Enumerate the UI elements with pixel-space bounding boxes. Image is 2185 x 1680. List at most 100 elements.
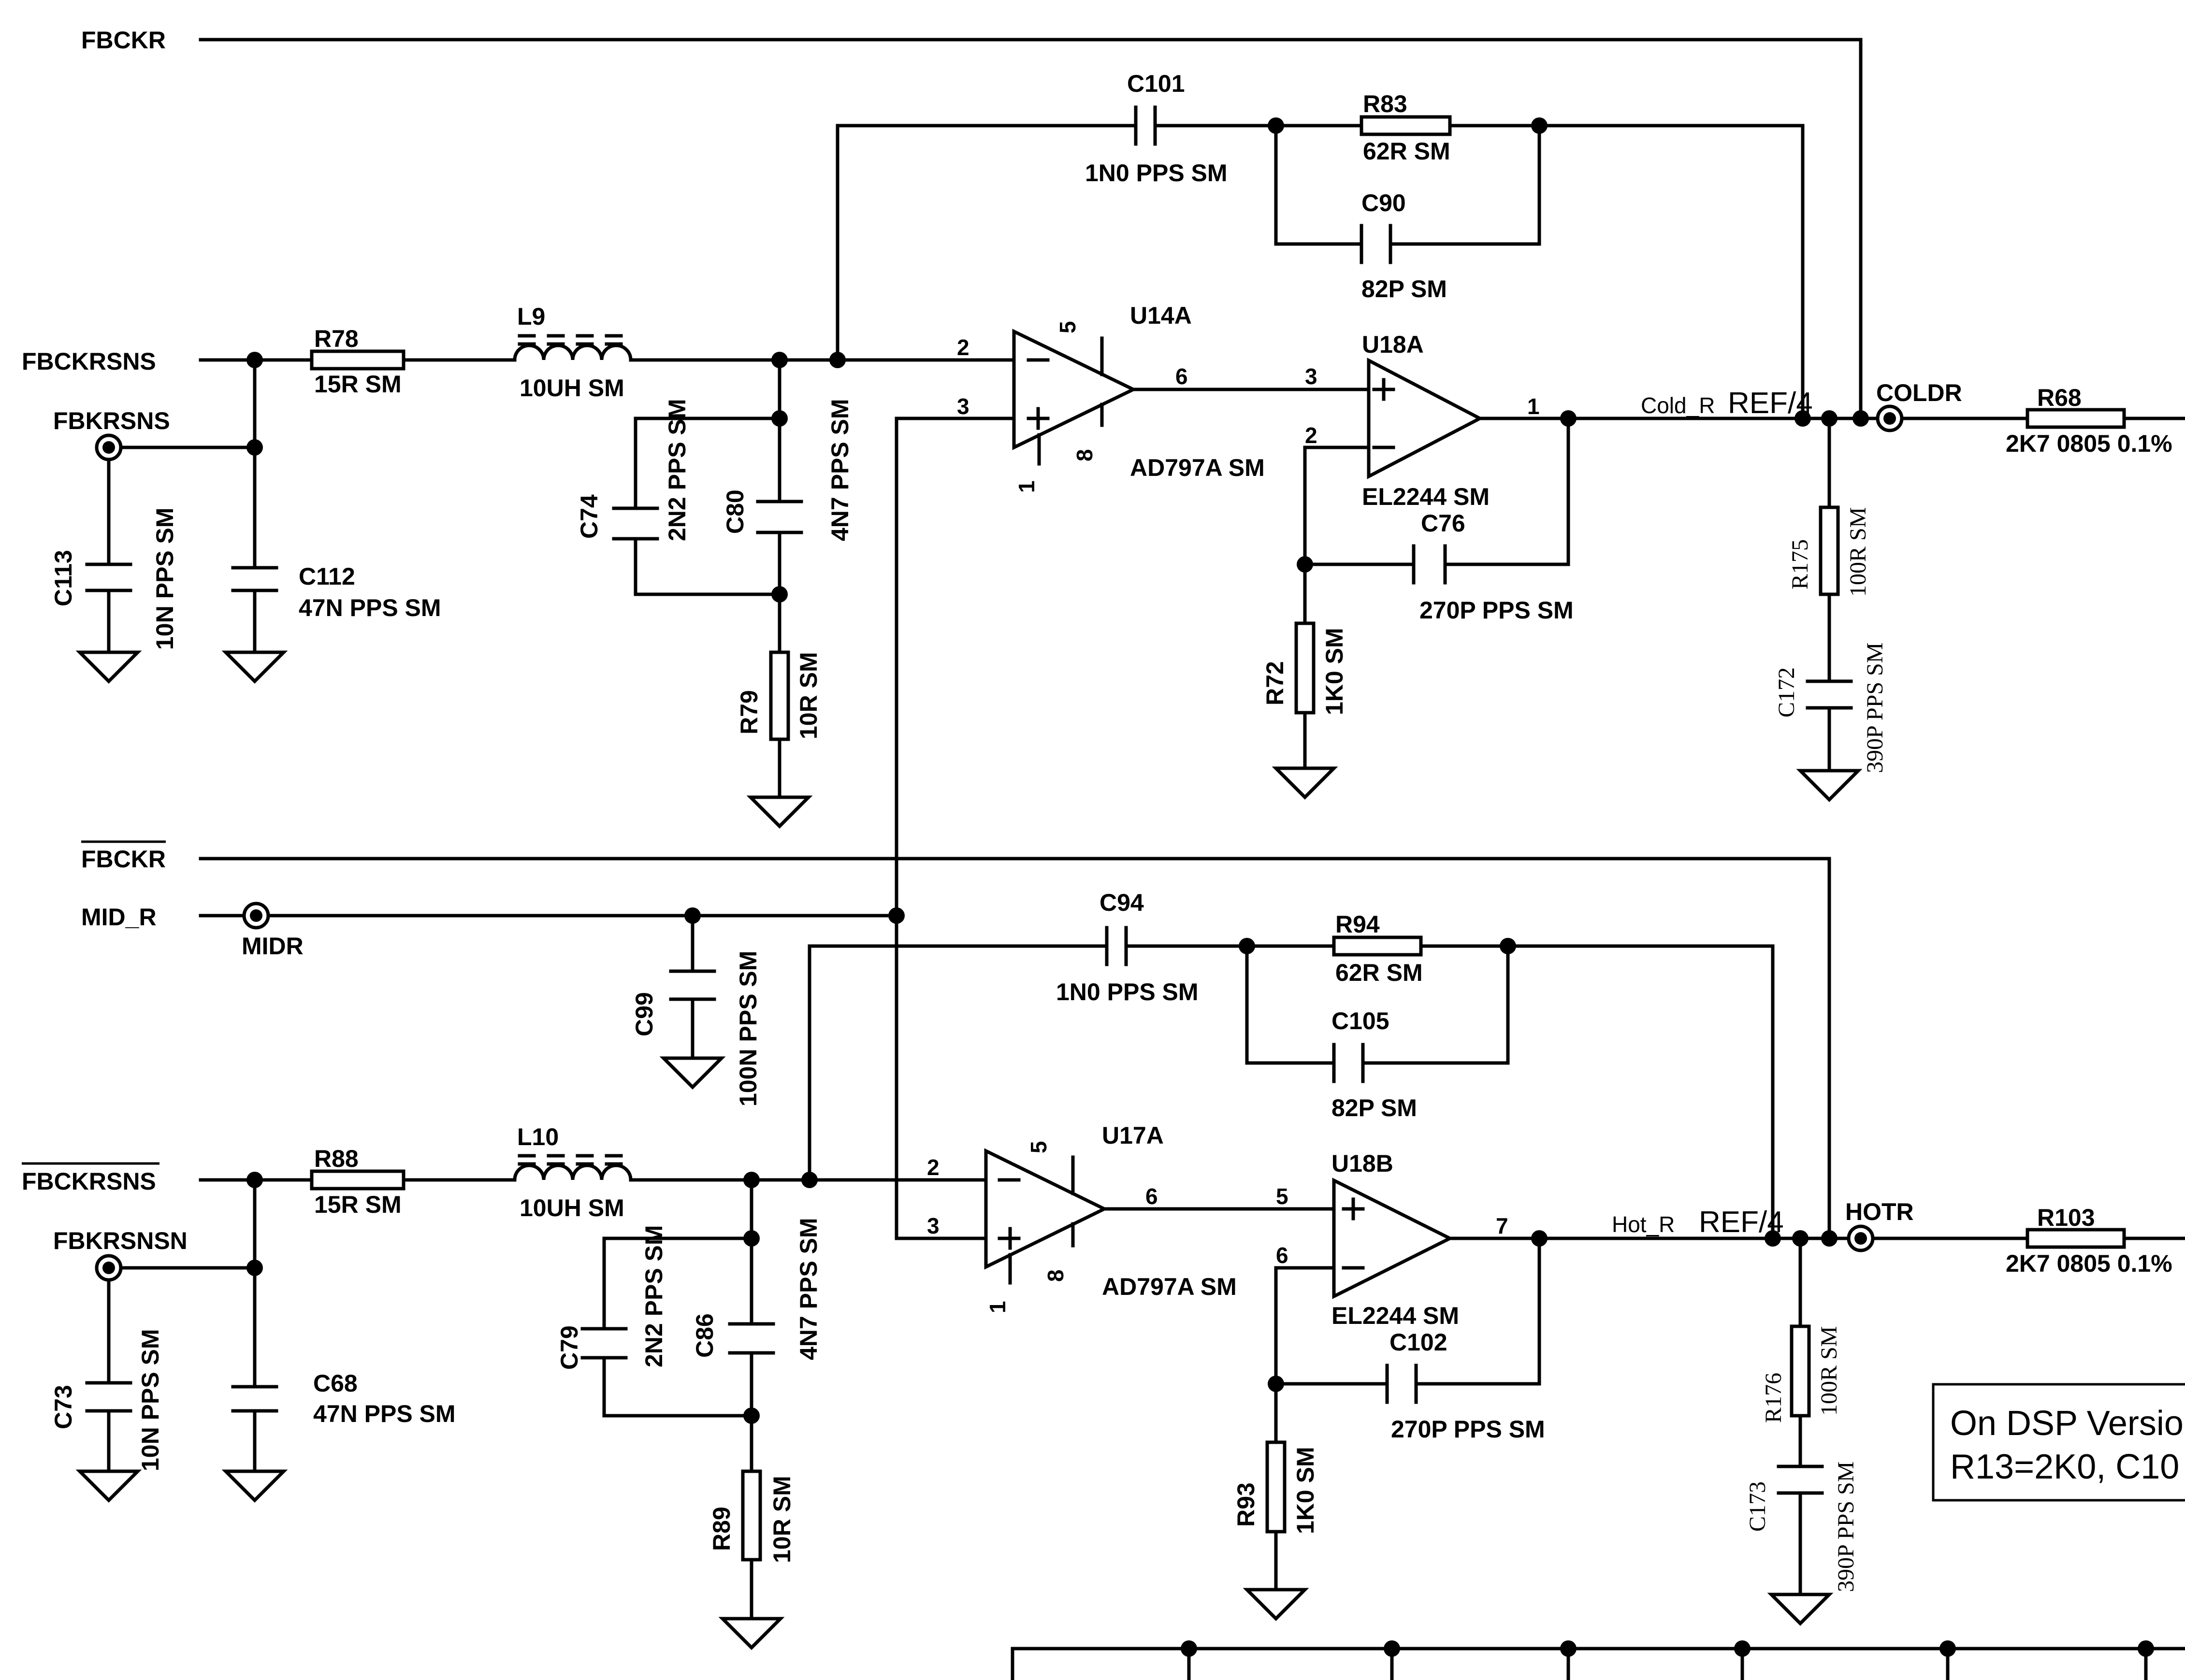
value-r83: 62R SM (1363, 138, 1450, 165)
inductor-l10 (513, 1154, 633, 1182)
net-labels: FBCKR FBCKRSNS FBKRSNS FBCKR MID_R MIDR … (22, 27, 1962, 1254)
ref-c76: C76 (1421, 510, 1465, 537)
ref-l9: L9 (517, 303, 545, 330)
bottom-channel-wires (107, 857, 2185, 1680)
test-points (95, 404, 1904, 1282)
value-r93: 1K0 SM (1292, 1447, 1319, 1534)
value-c101: 1N0 PPS SM (1085, 159, 1228, 187)
opamps (984, 329, 1484, 1299)
ref-r93: R93 (1232, 1482, 1259, 1527)
ref-r83: R83 (1363, 90, 1407, 117)
net-label-fbckr-bar: FBCKR (81, 846, 166, 873)
value-c173: 390P PPS SM (1833, 1462, 1859, 1592)
value-c90: 82P SM (1361, 275, 1447, 302)
testpoint-midr[interactable] (242, 902, 270, 930)
capacitor-c68 (231, 1385, 278, 1413)
ground-icon (718, 1617, 785, 1650)
ref-c105: C105 (1331, 1007, 1389, 1034)
ref-r176: R176 (1761, 1373, 1786, 1423)
ground-icon (1243, 1588, 1309, 1621)
capacitor-c79 (580, 1327, 628, 1360)
component-labels-rotated: C113 10N PPS SM C74 2N2 PPS SM C80 4N7 P… (50, 399, 1888, 1592)
pin-u17a-1: 1 (985, 1301, 1010, 1313)
ref-c68: C68 (313, 1370, 358, 1397)
ref-u14a: U14A (1130, 302, 1192, 329)
component-labels: C101 1N0 PPS SM R83 62R SM C90 82P SM R7… (299, 70, 2172, 1443)
net-label-hotr: HOTR (1845, 1198, 1914, 1225)
capacitor-c113 (85, 562, 132, 592)
ref-c94: C94 (1100, 889, 1144, 916)
junctions (246, 117, 2154, 1657)
ref-c112: C112 (299, 563, 355, 590)
resistor-r103 (2026, 1228, 2126, 1249)
net-label-fbckrsns-bar: FBCKRSNS (22, 1168, 156, 1195)
note-box: On DSP Versio R13=2K0, C10 (1932, 1383, 2185, 1502)
value-r176: 100R SM (1816, 1326, 1842, 1416)
ref-c102: C102 (1389, 1329, 1447, 1356)
ref-c113: C113 (50, 550, 77, 606)
resistor-r83 (1360, 115, 1452, 136)
net-label-fbckrsns: FBCKRSNS (22, 348, 156, 375)
top-channel-wires (107, 38, 2185, 918)
value-r175: 100R SM (1845, 507, 1871, 597)
net-label-fbckr: FBCKR (81, 27, 166, 54)
resistor-r78 (310, 349, 405, 371)
ref-c173: C173 (1745, 1481, 1770, 1532)
pin-u14a-5: 5 (1055, 321, 1080, 333)
capacitor-c172 (1806, 679, 1853, 710)
capacitor-c105 (1332, 1043, 1365, 1083)
value-l10: 10UH SM (520, 1194, 624, 1221)
ground-icon (221, 650, 288, 684)
resistor-r79 (769, 650, 790, 741)
capacitor-c101 (1134, 105, 1157, 146)
value-r68: 2K7 0805 0.1% (2006, 430, 2172, 457)
resistor-r176 (1790, 1324, 1811, 1418)
pin-u18a-2: 2 (1305, 423, 1317, 448)
ref-r175: R175 (1787, 539, 1813, 589)
pin-u17a-3: 3 (927, 1213, 940, 1238)
pin-u14a-2: 2 (957, 335, 970, 360)
net-label-hot-r: Hot_R (1612, 1212, 1675, 1237)
value-c79: 2N2 PPS SM (640, 1225, 667, 1367)
value-r88: 15R SM (314, 1191, 402, 1218)
testpoint-coldr[interactable] (1876, 404, 1904, 432)
ref-r68: R68 (2037, 384, 2082, 411)
capacitor-c86 (728, 1322, 775, 1355)
value-l9: 10UH SM (520, 374, 624, 402)
resistor-r88 (310, 1169, 405, 1191)
ground-icon (746, 795, 813, 829)
resistor-r68 (2026, 408, 2126, 429)
value-c73: 10N PPS SM (137, 1329, 164, 1471)
ref-r89: R89 (708, 1507, 735, 1551)
value-c105: 82P SM (1331, 1094, 1417, 1121)
value-c99: 100N PPS SM (735, 951, 762, 1106)
ref-c90: C90 (1361, 189, 1406, 216)
pin-u17a-6: 6 (1145, 1184, 1158, 1209)
net-label-fbkrsns: FBKRSNS (53, 407, 170, 434)
ref-c99: C99 (631, 992, 658, 1036)
pin-u18a-3: 3 (1305, 364, 1317, 389)
note-line-2: R13=2K0, C10 (1950, 1448, 2179, 1486)
capacitor-c74 (612, 506, 659, 541)
opamp-u18a (1367, 358, 1484, 479)
ref-c80: C80 (722, 489, 749, 534)
pin-u14a-3: 3 (957, 394, 970, 419)
testpoint-hotr[interactable] (1847, 1224, 1875, 1252)
opamp-u18b (1332, 1177, 1454, 1299)
value-c74: 2N2 PPS SM (664, 399, 691, 541)
pin-u17a-5: 5 (1026, 1141, 1051, 1153)
pin-u17a-8: 8 (1043, 1269, 1068, 1282)
ground-icon (221, 1469, 288, 1503)
testpoint-fbkrsnsn[interactable] (95, 1254, 123, 1282)
ref-c74: C74 (576, 494, 603, 539)
testpoint-fbkrsns[interactable] (95, 433, 123, 461)
value-c68: 47N PPS SM (313, 1400, 456, 1427)
capacitor-c76 (1412, 544, 1447, 585)
net-label-coldr: COLDR (1876, 379, 1962, 406)
ref-r103: R103 (2037, 1204, 2095, 1231)
ref-r88: R88 (314, 1145, 359, 1172)
value-u17a: AD797A SM (1102, 1273, 1237, 1300)
pin-u18b-5: 5 (1276, 1184, 1288, 1209)
ref-c79: C79 (556, 1325, 583, 1370)
value-u18a: EL2244 SM (1362, 483, 1490, 510)
